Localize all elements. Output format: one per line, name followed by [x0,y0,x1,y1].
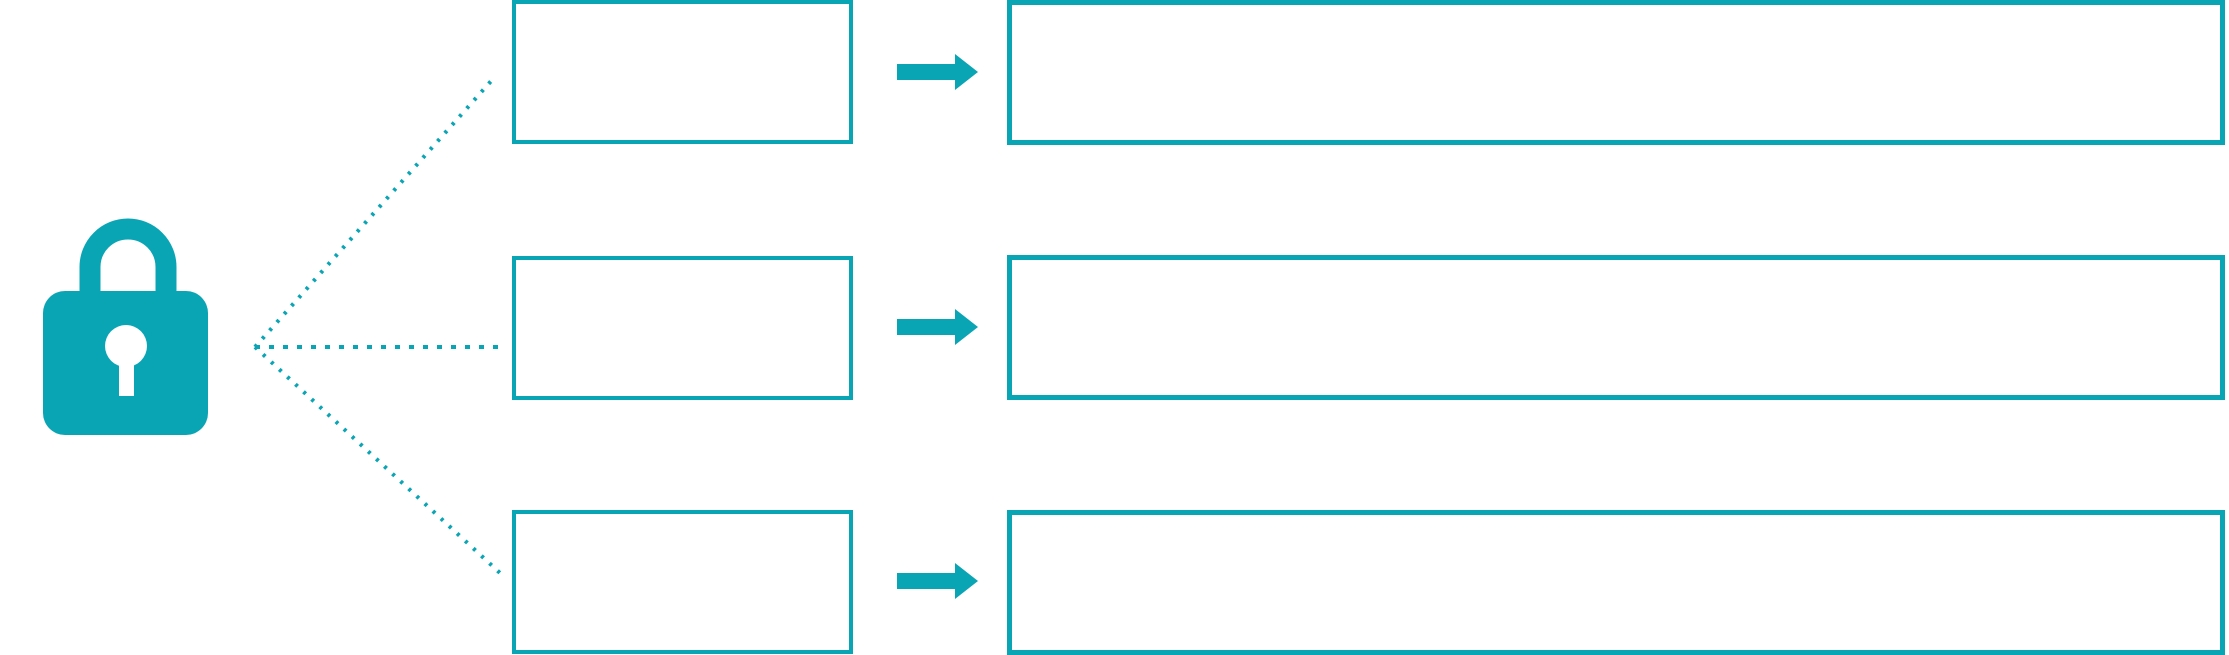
label-box [512,256,853,400]
right-arrow-shape [897,54,978,90]
right-arrow-icon [897,309,978,345]
keyhole-circle [105,325,147,367]
keyhole-stem [119,346,134,396]
description-box [1007,510,2225,655]
lock-body [43,291,208,435]
connector-line-top [253,78,494,349]
right-arrow-shape [897,309,978,345]
connector-lines [253,78,502,575]
label-box [512,510,853,654]
lock-icon [43,218,208,435]
right-arrow-icon [897,563,978,599]
description-box [1007,0,2225,145]
description-box [1007,255,2225,400]
lock-shackle [79,218,177,300]
connector-line-bottom [253,345,502,575]
label-box [512,0,853,144]
right-arrow-shape [897,563,978,599]
right-arrow-icon [897,54,978,90]
